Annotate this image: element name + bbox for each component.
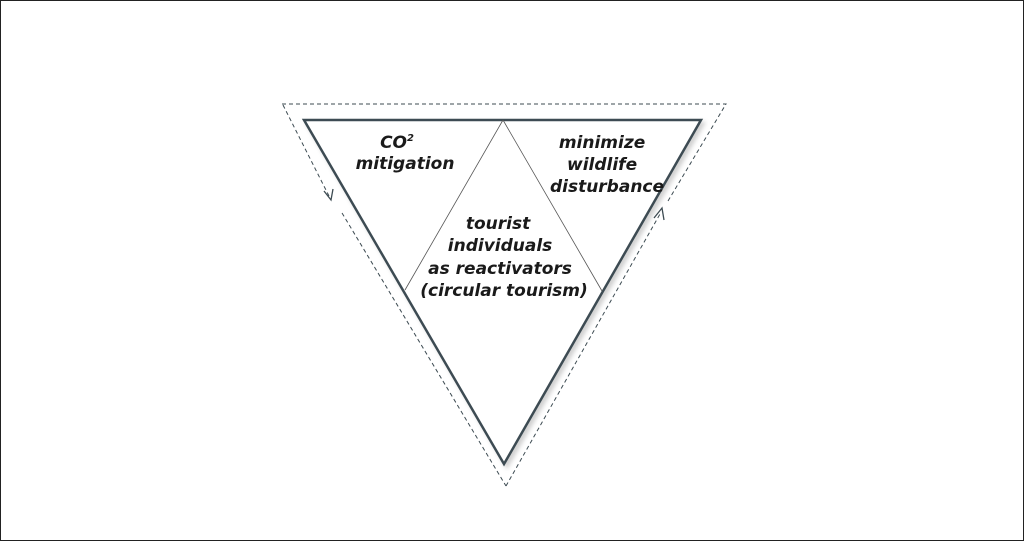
dashed-path-left-upper <box>282 104 331 199</box>
arrow-up-icon <box>653 206 665 221</box>
right-section-label: minimize wildlife disturbance <box>550 133 664 197</box>
left-section-label: CO2 mitigation <box>356 126 455 174</box>
center-section-label: tourist individuals as reactivators (cir… <box>420 214 588 301</box>
main-triangle <box>301 118 704 467</box>
dashed-cycle <box>282 103 727 487</box>
arrow-down-icon <box>323 188 334 202</box>
divider-left <box>404 119 504 291</box>
divider-right <box>502 119 603 292</box>
dashed-path-right-lower <box>505 213 661 487</box>
dashed-path-top-right <box>282 103 727 202</box>
